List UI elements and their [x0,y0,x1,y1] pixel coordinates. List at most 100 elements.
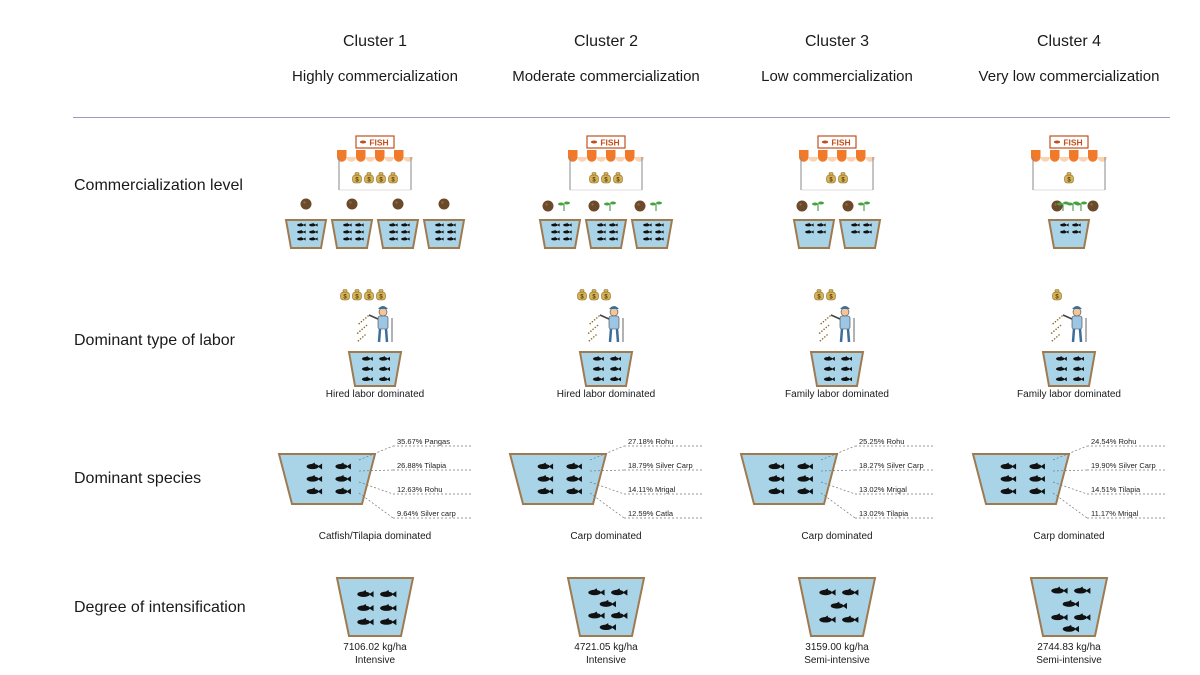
species-share-label: 24.54% Rohu [1091,437,1136,446]
seedling-icon [604,201,616,211]
species-share-label: 13.02% Tilapia [859,509,909,518]
fish-icon [297,229,306,234]
money-bag-icon: $ [601,172,611,184]
svg-text:$: $ [1067,178,1071,184]
cluster-title: Cluster 2 [573,33,639,50]
feed-ball-icon [634,200,646,212]
fish-icon [599,623,616,631]
fish-icon [863,222,872,227]
labor-caption: Hired labor dominated [325,389,425,400]
fish-icon [592,356,604,361]
money-bag-icon: $ [376,289,386,301]
fish-icon [817,222,826,227]
feed-ball-icon [796,200,808,212]
yield-value: 2744.83 kg/ha [1037,642,1101,653]
fish-icon [851,229,860,234]
fish-icon [335,487,351,495]
fish-icon [563,229,572,234]
species-pond-icon [971,453,1071,505]
labor-illustration: $$$$ [340,289,403,387]
mini-pond-icon [792,219,836,249]
fish-icon [1073,376,1084,382]
fish-icon [823,366,835,372]
fish-icon [1062,624,1079,633]
fish-icon [380,590,397,598]
money-bag-icon: $ [838,172,848,184]
commercialization-illustration: FISH$$ [792,135,882,249]
svg-text:$: $ [379,178,383,184]
fish-icon [1060,229,1069,234]
fish-icon [335,475,351,482]
feed-ball-icon [1051,200,1063,212]
fish-market-stall-icon: FISH [1031,135,1107,191]
feed-ball-icon [588,200,600,212]
fish-icon [379,366,390,372]
svg-text:$: $ [829,295,833,301]
intensification-pond-icon [335,577,415,637]
species-pond-icon [508,453,608,505]
labor-pond-icon [578,351,634,387]
fish-icon [551,222,560,227]
labor-illustration: $$ [809,289,865,387]
fish-icon [309,236,318,241]
fish-icon [380,603,397,612]
species-caption: Carp dominated [1033,531,1105,542]
fish-icon [611,611,628,619]
feed-ball-icon [842,200,854,212]
species-share-label: 12.59% Catla [628,509,674,518]
fish-icon [830,601,847,609]
svg-text:$: $ [355,178,359,184]
cluster-title: Cluster 4 [1036,33,1102,50]
money-bag-icon: $ [577,289,587,301]
fish-icon [819,615,836,623]
fish-icon [768,487,785,495]
intensification-pond [335,577,415,637]
fish-icon [355,222,364,227]
fish-icon [1074,613,1091,621]
money-bag-icon: $ [589,172,599,184]
fish-icon [588,588,605,596]
money-bag-icon: $ [340,289,350,301]
fish-icon [805,222,814,227]
money-bag-icon: $ [352,289,362,301]
farmer-feeding-icon [818,306,855,343]
species-share-label: 9.64% Silver carp [397,509,456,518]
svg-text:$: $ [379,295,383,301]
intensity-label: Semi-intensive [1036,655,1102,666]
species-connector [820,469,856,472]
cluster-column-3: Cluster 3 Low commercialization FISH$$ $… [737,0,937,675]
fish-icon [1073,356,1084,361]
fish-icon [379,356,390,361]
farmer-feeding-icon [356,306,393,343]
fish-icon [588,611,605,619]
fish-icon [1055,366,1067,372]
row-label-species: Dominant species [74,470,202,487]
fish-icon [842,588,859,596]
fish-icon [610,376,621,382]
feed-ball-icon [300,198,312,210]
money-bag-icon: $ [826,289,836,301]
intensification-pond-icon [1029,577,1109,637]
fish-icon [1073,366,1084,372]
fish-market-stall-icon: FISH [799,135,875,191]
species-share-label: 14.11% Mrigal [628,485,676,494]
fish-icon [401,236,410,241]
money-bag-icon: $ [364,289,374,301]
fish-icon [1000,487,1017,495]
fish-icon [643,236,652,241]
fish-icon [841,366,852,372]
commercialization-illustration: FISH$$$ [538,135,674,249]
shop-sign-text: FISH [831,138,850,148]
farmer-feeding-icon [587,306,624,343]
yield-value: 3159.00 kg/ha [805,642,869,653]
fish-icon [797,475,813,482]
fish-icon [343,236,352,241]
fish-icon [797,487,813,495]
intensification-pond [566,577,646,637]
labor-caption: Family labor dominated [785,389,889,400]
species-pond-icon [277,453,377,505]
fish-icon [823,356,835,361]
